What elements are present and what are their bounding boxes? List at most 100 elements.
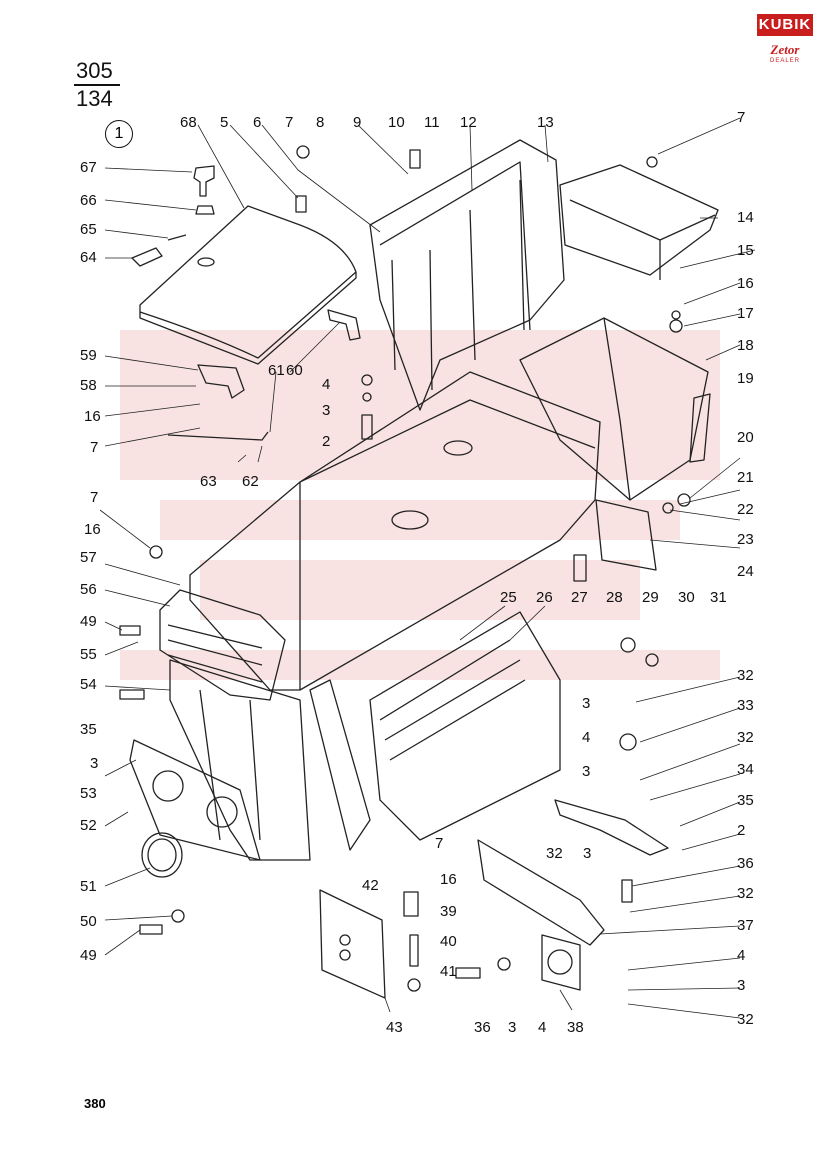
callout-16-lower: 16 <box>84 521 101 538</box>
callout-24: 24 <box>737 563 754 580</box>
brand-logo: KUBIK Zetor DEALER <box>757 14 813 78</box>
callout-2-mid: 2 <box>322 433 331 450</box>
callout-53: 53 <box>80 785 97 802</box>
nut-29 <box>645 653 659 667</box>
bracket-60 <box>327 309 361 341</box>
callout-56: 56 <box>80 581 97 598</box>
front-frame <box>169 659 311 861</box>
callout-49-upper: 49 <box>80 613 97 630</box>
callout-59: 59 <box>80 347 97 364</box>
callout-62: 62 <box>242 473 259 490</box>
callout-14: 14 <box>737 209 754 226</box>
callout-35-right: 35 <box>737 792 754 809</box>
callout-39: 39 <box>440 903 457 920</box>
callout-51: 51 <box>80 878 97 895</box>
callout-68: 68 <box>180 114 197 131</box>
bolt-49b <box>139 924 163 935</box>
rear-frame <box>369 139 565 411</box>
cowl-body <box>189 371 601 691</box>
plate-43 <box>319 889 386 999</box>
callout-35-left: 35 <box>80 721 97 738</box>
washer-28 <box>620 637 636 653</box>
callout-66: 66 <box>80 192 97 209</box>
callout-4-b: 4 <box>582 729 591 746</box>
filler-hole <box>391 510 429 530</box>
callout-6: 6 <box>253 114 262 131</box>
page-number: 380 <box>84 1096 106 1111</box>
callout-31: 31 <box>710 589 727 606</box>
spacer-39 <box>403 891 419 917</box>
seal-ring <box>141 832 183 878</box>
nut-41 <box>407 978 421 992</box>
callout-65: 65 <box>80 221 97 238</box>
callout-52: 52 <box>80 817 97 834</box>
callout-58: 58 <box>80 377 97 394</box>
callout-3-mid: 3 <box>322 402 331 419</box>
callout-8: 8 <box>316 114 325 131</box>
callout-17: 17 <box>737 305 754 322</box>
figure-number: 1 <box>114 125 124 142</box>
callout-42: 42 <box>362 877 379 894</box>
callout-7-lower: 7 <box>90 489 99 506</box>
callout-7-left: 7 <box>90 439 99 456</box>
callout-7-bottom: 7 <box>435 835 444 852</box>
front-plate-53 <box>129 739 261 861</box>
callout-3-b: 3 <box>582 695 591 712</box>
bolt-36b <box>621 879 633 903</box>
callout-29: 29 <box>642 589 659 606</box>
flange-38 <box>541 934 581 991</box>
bolt-5 <box>295 195 307 213</box>
callout-32-e: 32 <box>737 1011 754 1028</box>
callout-43: 43 <box>386 1019 403 1036</box>
latch-clip <box>131 247 163 267</box>
callout-2-right: 2 <box>737 822 746 839</box>
callout-38: 38 <box>567 1019 584 1036</box>
bolt-49 <box>119 625 141 636</box>
callout-26: 26 <box>536 589 553 606</box>
callout-7-right: 7 <box>737 109 746 126</box>
callout-64: 64 <box>80 249 97 266</box>
side-box <box>559 164 719 276</box>
logo-brand-text: KUBIK <box>757 14 813 36</box>
callout-11: 11 <box>424 114 440 131</box>
callout-61: 61 <box>268 362 285 379</box>
hood-rod <box>167 431 269 441</box>
callout-13: 13 <box>537 114 554 131</box>
callout-67: 67 <box>80 159 97 176</box>
latch-spring <box>195 205 215 215</box>
callout-55: 55 <box>80 646 97 663</box>
callout-3-right: 3 <box>737 977 746 994</box>
logo-sub-text: Zetor <box>770 42 800 57</box>
callout-12: 12 <box>460 114 477 131</box>
latch-knob <box>193 165 215 197</box>
reference-number-top: 305 <box>76 58 113 83</box>
callout-50: 50 <box>80 913 97 930</box>
callout-34: 34 <box>737 761 754 778</box>
callout-36-bottom: 36 <box>474 1019 491 1036</box>
callout-28: 28 <box>606 589 623 606</box>
bolt-2 <box>361 414 373 440</box>
callout-9: 9 <box>353 114 362 131</box>
callout-22: 22 <box>737 501 754 518</box>
stud-40 <box>409 934 419 967</box>
callout-4-mid: 4 <box>322 376 331 393</box>
side-panel-26 <box>369 611 561 841</box>
callout-36-right: 36 <box>737 855 754 872</box>
latch-hole <box>197 257 215 267</box>
callout-63: 63 <box>200 473 217 490</box>
callout-23: 23 <box>737 531 754 548</box>
callout-3-bottom: 3 <box>508 1019 517 1036</box>
callout-19: 19 <box>737 370 754 387</box>
reference-number-bottom: 134 <box>76 86 113 111</box>
logo-tagline: DEALER <box>769 58 800 64</box>
callout-3-left: 3 <box>90 755 99 772</box>
housing-18 <box>519 317 709 501</box>
callout-49-lower: 49 <box>80 947 97 964</box>
callout-16-left: 16 <box>84 408 101 425</box>
callout-32-a: 32 <box>737 667 754 684</box>
plate-24 <box>595 499 657 571</box>
callout-33: 33 <box>737 697 754 714</box>
callout-32-c: 32 <box>546 845 563 862</box>
